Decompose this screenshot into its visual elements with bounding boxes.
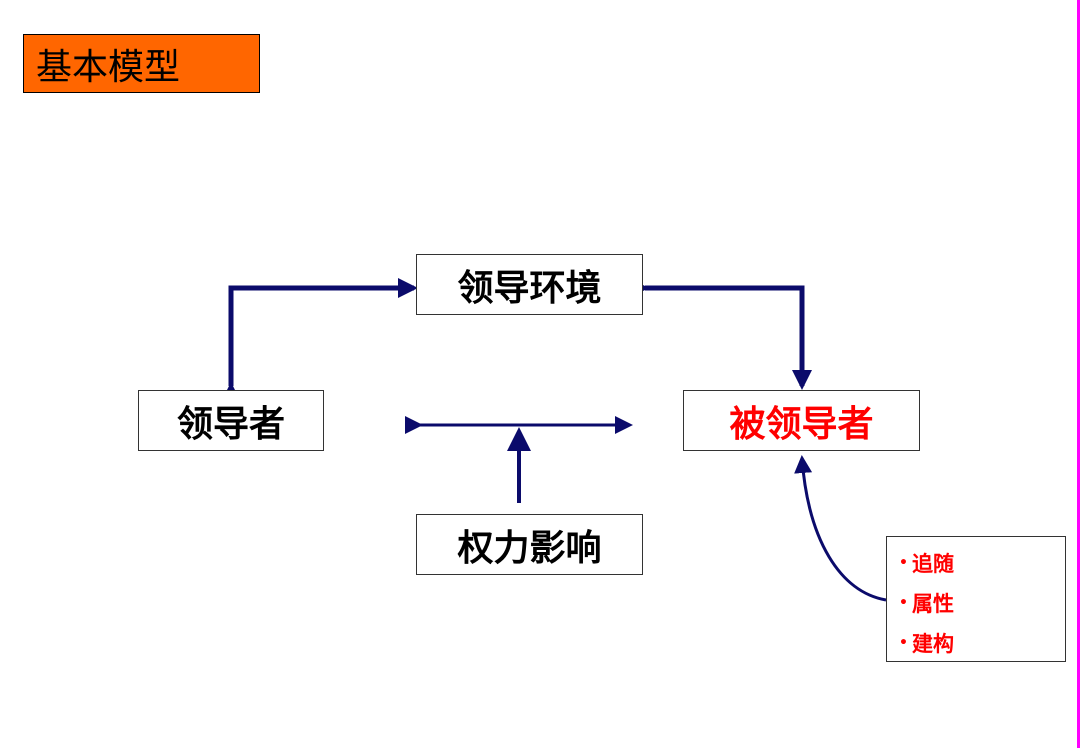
attribute-item: • 追随 xyxy=(899,543,1065,583)
node-follower-label: 被领导者 xyxy=(729,403,874,445)
bullet-icon: • xyxy=(899,555,908,571)
bullet-icon: • xyxy=(899,595,908,611)
attribute-item: • 属性 xyxy=(899,583,1065,623)
node-power: 权力影响 xyxy=(416,514,643,575)
node-follower: 被领导者 xyxy=(683,390,920,451)
attribute-item-label: 建构 xyxy=(911,632,954,656)
slide-title-text: 基本模型 xyxy=(36,46,181,88)
node-leader-label: 领导者 xyxy=(176,403,285,445)
attribute-item-label: 属性 xyxy=(911,592,954,616)
attribute-item-label: 追随 xyxy=(911,552,954,576)
node-environment: 领导环境 xyxy=(416,254,643,315)
slide-edge-line xyxy=(1077,0,1080,748)
attribute-list-box: • 追随 • 属性 • 建构 xyxy=(886,536,1066,662)
bullet-icon: • xyxy=(899,635,908,651)
node-environment-label: 领导环境 xyxy=(457,267,602,309)
arrow-attributes-follower xyxy=(794,455,887,602)
attribute-item: • 建构 xyxy=(899,623,1065,663)
arrow-environment-follower xyxy=(628,278,812,390)
node-leader: 领导者 xyxy=(138,390,324,451)
node-power-label: 权力影响 xyxy=(457,527,602,569)
arrow-leader-environment xyxy=(221,278,418,403)
slide-title: 基本模型 xyxy=(23,34,260,93)
